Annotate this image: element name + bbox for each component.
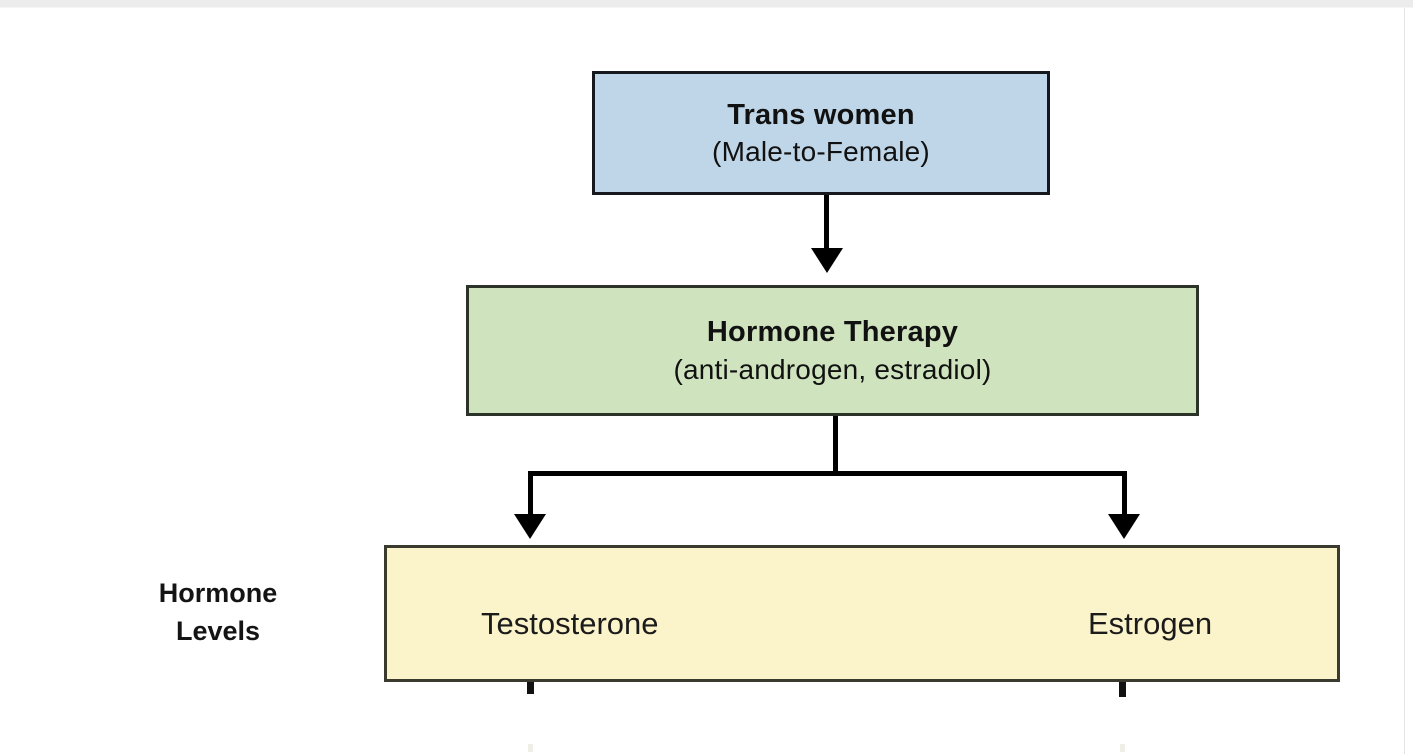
- node-trans-women-subtitle: (Male-to-Female): [712, 135, 930, 167]
- node-hormone-therapy-subtitle: (anti-androgen, estradiol): [673, 353, 992, 385]
- label-testosterone: Testosterone: [481, 606, 659, 641]
- caption-hormone-levels: Hormone Levels: [118, 574, 318, 650]
- connector-stub-estrogen: [1119, 682, 1126, 697]
- arrow-down-icon: [811, 248, 843, 273]
- node-trans-women: Trans women (Male-to-Female): [592, 71, 1050, 195]
- node-hormone-therapy: Hormone Therapy (anti-androgen, estradio…: [466, 285, 1199, 416]
- node-hormone-levels-band: Testosterone Estrogen: [384, 545, 1340, 682]
- connector-stub-testosterone: [527, 682, 534, 694]
- connector-drop-right: [1122, 471, 1127, 523]
- connector-split-bar: [528, 471, 1127, 476]
- label-estrogen: Estrogen: [1088, 606, 1213, 641]
- page-top-strip: [0, 0, 1413, 7]
- connector-ghost-tick-right: [1120, 744, 1125, 752]
- arrow-down-icon-right: [1108, 514, 1140, 539]
- page-right-rule: [1404, 8, 1405, 754]
- caption-line-1: Hormone: [158, 578, 278, 608]
- connector-ghost-tick-left: [528, 744, 533, 752]
- caption-line-2: Levels: [175, 616, 261, 646]
- connector-drop-left: [528, 471, 533, 523]
- connector-trans-women-to-therapy: [824, 195, 829, 255]
- node-hormone-therapy-title: Hormone Therapy: [706, 315, 959, 348]
- node-trans-women-title: Trans women: [727, 98, 915, 131]
- page-top-strip-divider: [0, 7, 1413, 8]
- arrow-down-icon-left: [514, 514, 546, 539]
- connector-therapy-stem: [833, 416, 838, 475]
